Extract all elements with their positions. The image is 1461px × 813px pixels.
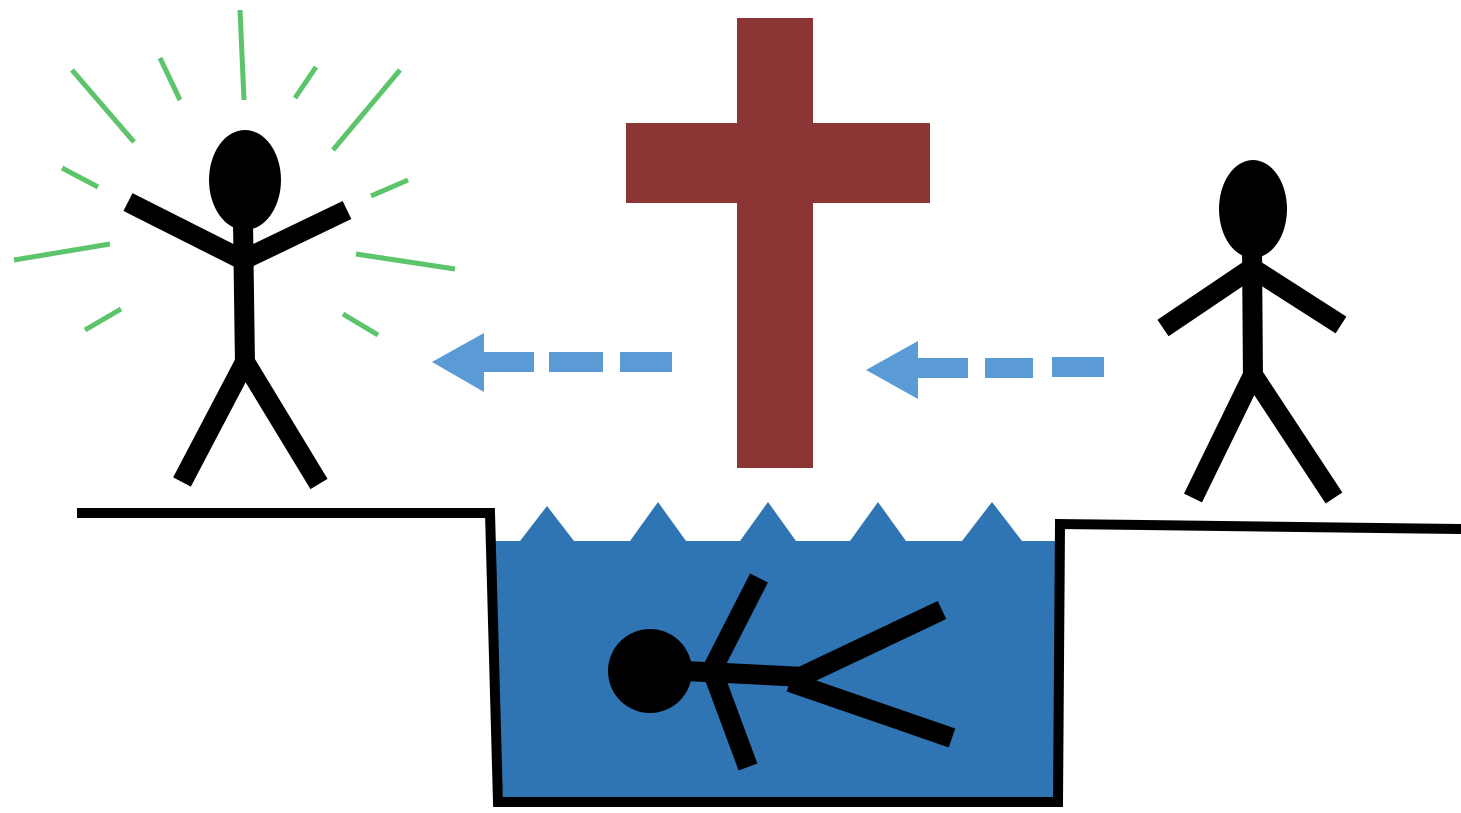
arrow-dash [549,352,603,372]
arrow-dash [914,358,968,378]
figure-head [1219,160,1287,258]
figure-head [608,629,692,713]
arrow-dash [480,352,534,372]
water-icon [493,502,1055,800]
cross-vertical-beam [737,18,813,468]
arrow-dash [985,358,1033,378]
figure-torso [243,222,245,366]
figure-head [209,130,281,230]
cross-horizontal-beam [626,123,930,203]
arrow-dash [1052,357,1104,377]
arrow-dash [620,352,672,372]
